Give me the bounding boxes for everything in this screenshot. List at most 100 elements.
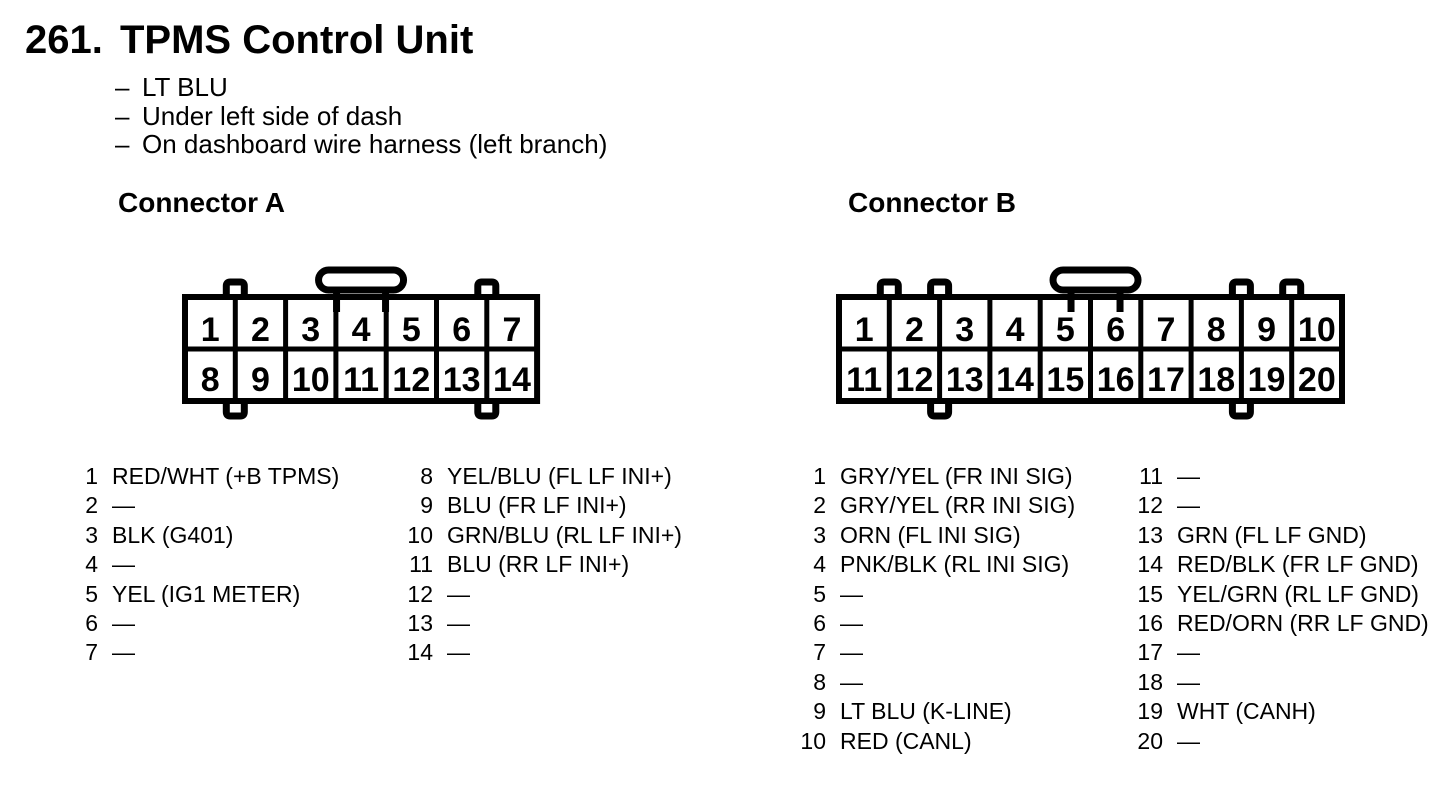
pin-wire: RED/WHT (+B TPMS): [112, 463, 340, 489]
pin-row: 9 LT BLU (K-LINE): [796, 697, 1075, 726]
pin-wire: BLK (G401): [112, 521, 234, 548]
pin-cell-number: 6: [452, 311, 471, 349]
pin-cell-number: 5: [1056, 311, 1075, 349]
pin-cell-number: 1: [855, 311, 874, 349]
pin-cell-number: 13: [443, 361, 481, 399]
note-text: On dashboard wire harness (left branch): [142, 129, 608, 159]
pin-number: 13: [407, 610, 433, 637]
note-item: – On dashboard wire harness (left branch…: [115, 130, 607, 159]
pin-number: 8: [420, 463, 433, 489]
pin-wire: YEL (IG1 METER): [112, 580, 301, 607]
pin-wire: —: [112, 610, 135, 637]
pin-wire: —: [447, 580, 470, 607]
pin-number: 9: [813, 698, 826, 725]
pin-cell-number: 3: [301, 311, 320, 349]
pin-number: 12: [1137, 492, 1163, 519]
pin-number: 20: [1137, 727, 1163, 754]
pin-number: 17: [1137, 639, 1163, 666]
pin-number: 13: [1137, 521, 1163, 548]
pin-cell-number: 4: [352, 311, 371, 349]
pin-row: 8 YEL/BLU (FL LF INI+): [403, 462, 682, 491]
pin-wire: —: [840, 580, 863, 607]
pin-wire: YEL/BLU (FL LF INI+): [447, 463, 672, 489]
pin-wire: —: [1177, 639, 1200, 666]
section-number: 261.: [25, 18, 103, 62]
pin-row: 12 —: [1133, 491, 1429, 520]
pin-cell-number: 11: [343, 361, 379, 399]
pin-row: 2 GRY/YEL (RR INI SIG): [796, 491, 1075, 520]
pin-wire: —: [1177, 463, 1200, 489]
pin-cell-number: 9: [251, 361, 270, 399]
page-title: TPMS Control Unit: [120, 18, 474, 62]
pin-wire: —: [447, 610, 470, 637]
pin-wire: —: [840, 639, 863, 666]
pin-wire: —: [112, 551, 135, 578]
pin-cell-number: 18: [1197, 361, 1235, 399]
pin-cell-number: 12: [896, 361, 934, 399]
pin-wire: —: [840, 668, 863, 695]
connector-title: Connector A: [118, 187, 285, 218]
pin-list: 8 YEL/BLU (FL LF INI+) 9 BLU (FR LF INI+…: [403, 462, 682, 668]
pin-row: 3 BLK (G401): [68, 521, 339, 550]
pin-wire: YEL/GRN (RL LF GND): [1177, 580, 1419, 607]
latch-icon: [1049, 266, 1142, 294]
pin-row: 8 —: [796, 668, 1075, 697]
pin-number: 6: [813, 610, 826, 637]
note-dash: –: [115, 100, 130, 131]
pin-wire: —: [840, 610, 863, 637]
pin-wire: RED/ORN (RR LF GND): [1177, 610, 1429, 637]
pin-number: 5: [813, 580, 826, 607]
note-text: Under left side of dash: [142, 100, 403, 131]
pin-number: 8: [813, 668, 826, 695]
pin-row: 3 ORN (FL INI SIG): [796, 521, 1075, 550]
pin-number: 4: [85, 551, 98, 578]
pin-number: 6: [85, 610, 98, 637]
pin-row: 20 —: [1133, 727, 1429, 756]
pin-wire: PNK/BLK (RL INI SIG): [840, 551, 1070, 578]
pin-number: 10: [800, 727, 826, 754]
pin-wire: RED/BLK (FR LF GND): [1177, 551, 1419, 578]
pin-list: 1 GRY/YEL (FR INI SIG) 2 GRY/YEL (RR INI…: [796, 462, 1075, 756]
pin-number: 1: [813, 463, 826, 489]
pin-number: 18: [1137, 668, 1163, 695]
pin-row: 6 —: [68, 609, 339, 638]
pin-list: 1 RED/WHT (+B TPMS) 2 — 3 BLK (G401) 4 —…: [68, 462, 339, 668]
pin-number: 7: [85, 639, 98, 666]
pin-wire: BLU (FR LF INI+): [447, 492, 627, 519]
pin-wire: GRY/YEL (FR INI SIG): [840, 463, 1073, 489]
pin-number: 3: [85, 521, 98, 548]
pin-row: 5 YEL (IG1 METER): [68, 580, 339, 609]
pin-number: 3: [813, 521, 826, 548]
pin-wire: —: [112, 639, 135, 666]
pin-wire: BLU (RR LF INI+): [447, 551, 630, 578]
pin-cell-number: 8: [1207, 311, 1226, 349]
connector-title: Connector B: [848, 187, 1016, 218]
pin-number: 2: [813, 492, 826, 519]
pin-row: 17 —: [1133, 638, 1429, 667]
pin-row: 1 RED/WHT (+B TPMS): [68, 462, 339, 491]
pin-cell-number: 2: [905, 311, 924, 349]
pin-cell-number: 4: [1006, 311, 1025, 349]
pin-list: 11 — 12 — 13 GRN (FL LF GND) 14 RED/BLK …: [1133, 462, 1429, 756]
pin-row: 4 —: [68, 550, 339, 579]
pin-row: 13 —: [403, 609, 682, 638]
pin-wire: LT BLU (K-LINE): [840, 698, 1012, 725]
pin-row: 4 PNK/BLK (RL INI SIG): [796, 550, 1075, 579]
pin-row: 7 —: [68, 638, 339, 667]
pin-row: 13 GRN (FL LF GND): [1133, 521, 1429, 550]
pin-cell-number: 16: [1097, 361, 1135, 399]
pin-row: 7 —: [796, 638, 1075, 667]
pin-cell-number: 1: [201, 311, 220, 349]
pin-cell-number: 11: [846, 361, 882, 399]
pin-wire: RED (CANL): [840, 727, 972, 754]
pin-cell-number: 14: [996, 361, 1034, 399]
pin-cell-number: 7: [1156, 311, 1175, 349]
pin-number: 2: [85, 492, 98, 519]
pin-number: 14: [407, 639, 433, 666]
pin-cell-number: 7: [502, 311, 521, 349]
